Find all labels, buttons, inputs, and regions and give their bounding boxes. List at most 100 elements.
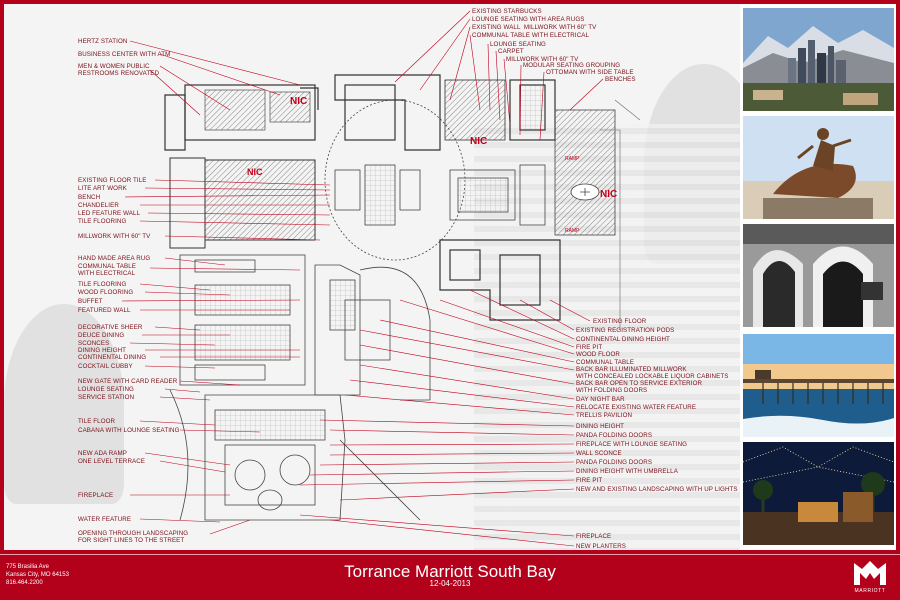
leader-line — [319, 419, 575, 427]
label-area-rug: HAND MADE AREA RUG — [78, 255, 151, 262]
leader-line — [469, 34, 481, 111]
label-one-level-terrace: ONE LEVEL TERRACE — [78, 458, 146, 465]
label-chandelier: CHANDELIER — [78, 202, 119, 209]
leader-line — [144, 291, 231, 296]
leader-line — [329, 452, 575, 456]
label-dining-height: DINING HEIGHT — [78, 347, 127, 354]
label-panda-folding-doors-2: PANDA FOLDING DOORS — [576, 459, 653, 466]
leader-line — [495, 50, 501, 121]
label-lounge-seating: LOUNGE SEATING — [78, 386, 134, 393]
label-day-night-bar: DAY NIGHT BAR — [576, 396, 625, 403]
leader-line — [121, 299, 301, 302]
surfer-statue-photo — [743, 116, 894, 219]
project-title: Torrance Marriott South Bay — [344, 562, 556, 581]
label-water-feature: WATER FEATURE — [78, 516, 132, 523]
leader-line — [164, 257, 226, 266]
label-led-feature-wall: LED FEATURE WALL — [78, 210, 141, 217]
label-lounge-area-rugs: LOUNGE SEATING WITH AREA RUGS — [472, 16, 585, 23]
leader-line — [394, 10, 471, 83]
label-tile-flooring-2: TILE FLOORING — [78, 281, 127, 288]
arched-colonnade-photo — [743, 224, 894, 327]
left-border — [0, 0, 4, 600]
leader-line — [144, 452, 231, 466]
leader-line — [469, 289, 575, 340]
nic-label-west: NIC — [247, 167, 263, 177]
label-wood-floor: WOOD FLOOR — [576, 351, 620, 358]
label-hertz-station: HERTZ STATION — [78, 38, 128, 45]
label-back-bar-millwork: BACK BAR ILLUMINATED MILLWORK WITH CONCE… — [576, 366, 729, 380]
address-line-3: 816.464.2200 — [6, 580, 43, 586]
label-fireplace-right: FIREPLACE — [576, 533, 612, 540]
label-new-planters: NEW PLANTERS — [576, 543, 627, 550]
leader-line — [159, 65, 231, 111]
leader-line — [339, 488, 575, 501]
leader-line — [129, 342, 216, 346]
footer-band — [0, 550, 900, 600]
label-continental-dining-height: CONTINENTAL DINING HEIGHT — [576, 336, 670, 343]
label-bench: BENCH — [78, 194, 101, 201]
label-existing-floor-tile: EXISTING FLOOR TILE — [78, 177, 147, 184]
leader-line — [309, 470, 575, 476]
leader-line — [149, 267, 301, 271]
leader-line — [159, 53, 281, 96]
label-trellis-pavilion: TRELLIS PAVILION — [576, 412, 633, 419]
label-existing-floor: EXISTING FLOOR — [593, 318, 647, 325]
label-registration-pods: EXISTING REGISTRATION PODS — [576, 327, 675, 334]
city-skyline-with-mountains-photo — [743, 8, 894, 111]
ramp-label-north: RAMP — [565, 156, 580, 162]
nic-label-east: NIC — [600, 189, 617, 200]
label-decorative-sheer: DECORATIVE SHEER — [78, 324, 143, 331]
right-border — [896, 0, 900, 600]
plaza-with-string-lights-photo — [743, 442, 894, 545]
east-edge — [600, 99, 641, 330]
label-benches: BENCHES — [605, 76, 636, 83]
leader-line — [147, 212, 331, 216]
leader-line — [329, 519, 575, 547]
label-sconces: SCONCES — [78, 340, 110, 347]
leader-line — [359, 344, 575, 385]
label-restrooms: MEN & WOMEN PUBLIC RESTROOMS RENOVATED — [78, 63, 160, 77]
leader-line — [344, 394, 575, 416]
label-communal-table-right: COMMUNAL TABLE — [576, 359, 635, 366]
photo-column — [741, 4, 896, 550]
leader-line — [149, 69, 201, 116]
leader-line — [299, 479, 575, 486]
day-night-bar — [314, 264, 431, 401]
brand-wordmark: MARRIOTT — [854, 588, 886, 594]
east-building — [439, 239, 561, 321]
leader-line — [439, 299, 575, 348]
leader-line — [179, 380, 241, 386]
leader-line — [144, 187, 331, 191]
leader-line — [519, 299, 575, 331]
leader-line — [319, 461, 575, 466]
label-lounge-seating-top: LOUNGE SEATING — [490, 41, 546, 48]
city-skyline-image — [743, 8, 894, 111]
leader-line — [569, 78, 604, 111]
leader-line — [154, 179, 331, 186]
label-service-station: SERVICE STATION — [78, 394, 135, 401]
leader-line — [164, 235, 321, 241]
background-tree — [4, 304, 124, 504]
leader-line — [519, 64, 522, 136]
leader-line — [329, 443, 575, 446]
leader-line — [449, 26, 471, 101]
pier-image — [743, 334, 894, 437]
label-dining-umbrella: DINING HEIGHT WITH UMBRELLA — [576, 468, 678, 475]
nic-block-west — [169, 157, 316, 249]
ramp-area — [554, 109, 616, 236]
leader-line — [124, 194, 331, 198]
label-landscaping-uplights: NEW AND EXISTING LANDSCAPING WITH UP LIG… — [576, 486, 738, 493]
label-fire-pit: FIRE PIT — [576, 344, 603, 351]
label-back-bar-open: BACK BAR OPEN TO SERVICE EXTERIOR WITH F… — [576, 380, 703, 394]
leader-line — [419, 18, 471, 91]
leader-line — [399, 299, 575, 355]
label-new-gate: NEW GATE WITH CARD READER — [78, 378, 178, 385]
label-featured-wall: FEATURED WALL — [78, 307, 131, 314]
label-lite-art-work: LITE ART WORK — [78, 185, 127, 192]
label-deuce-dining: DEUCE DINING — [78, 332, 125, 339]
label-buffet: BUFFET — [78, 298, 103, 305]
label-fire-pit-2: FIRE PIT — [576, 477, 603, 484]
ramp-label-south: RAMP — [565, 228, 580, 234]
leader-line — [164, 388, 201, 393]
